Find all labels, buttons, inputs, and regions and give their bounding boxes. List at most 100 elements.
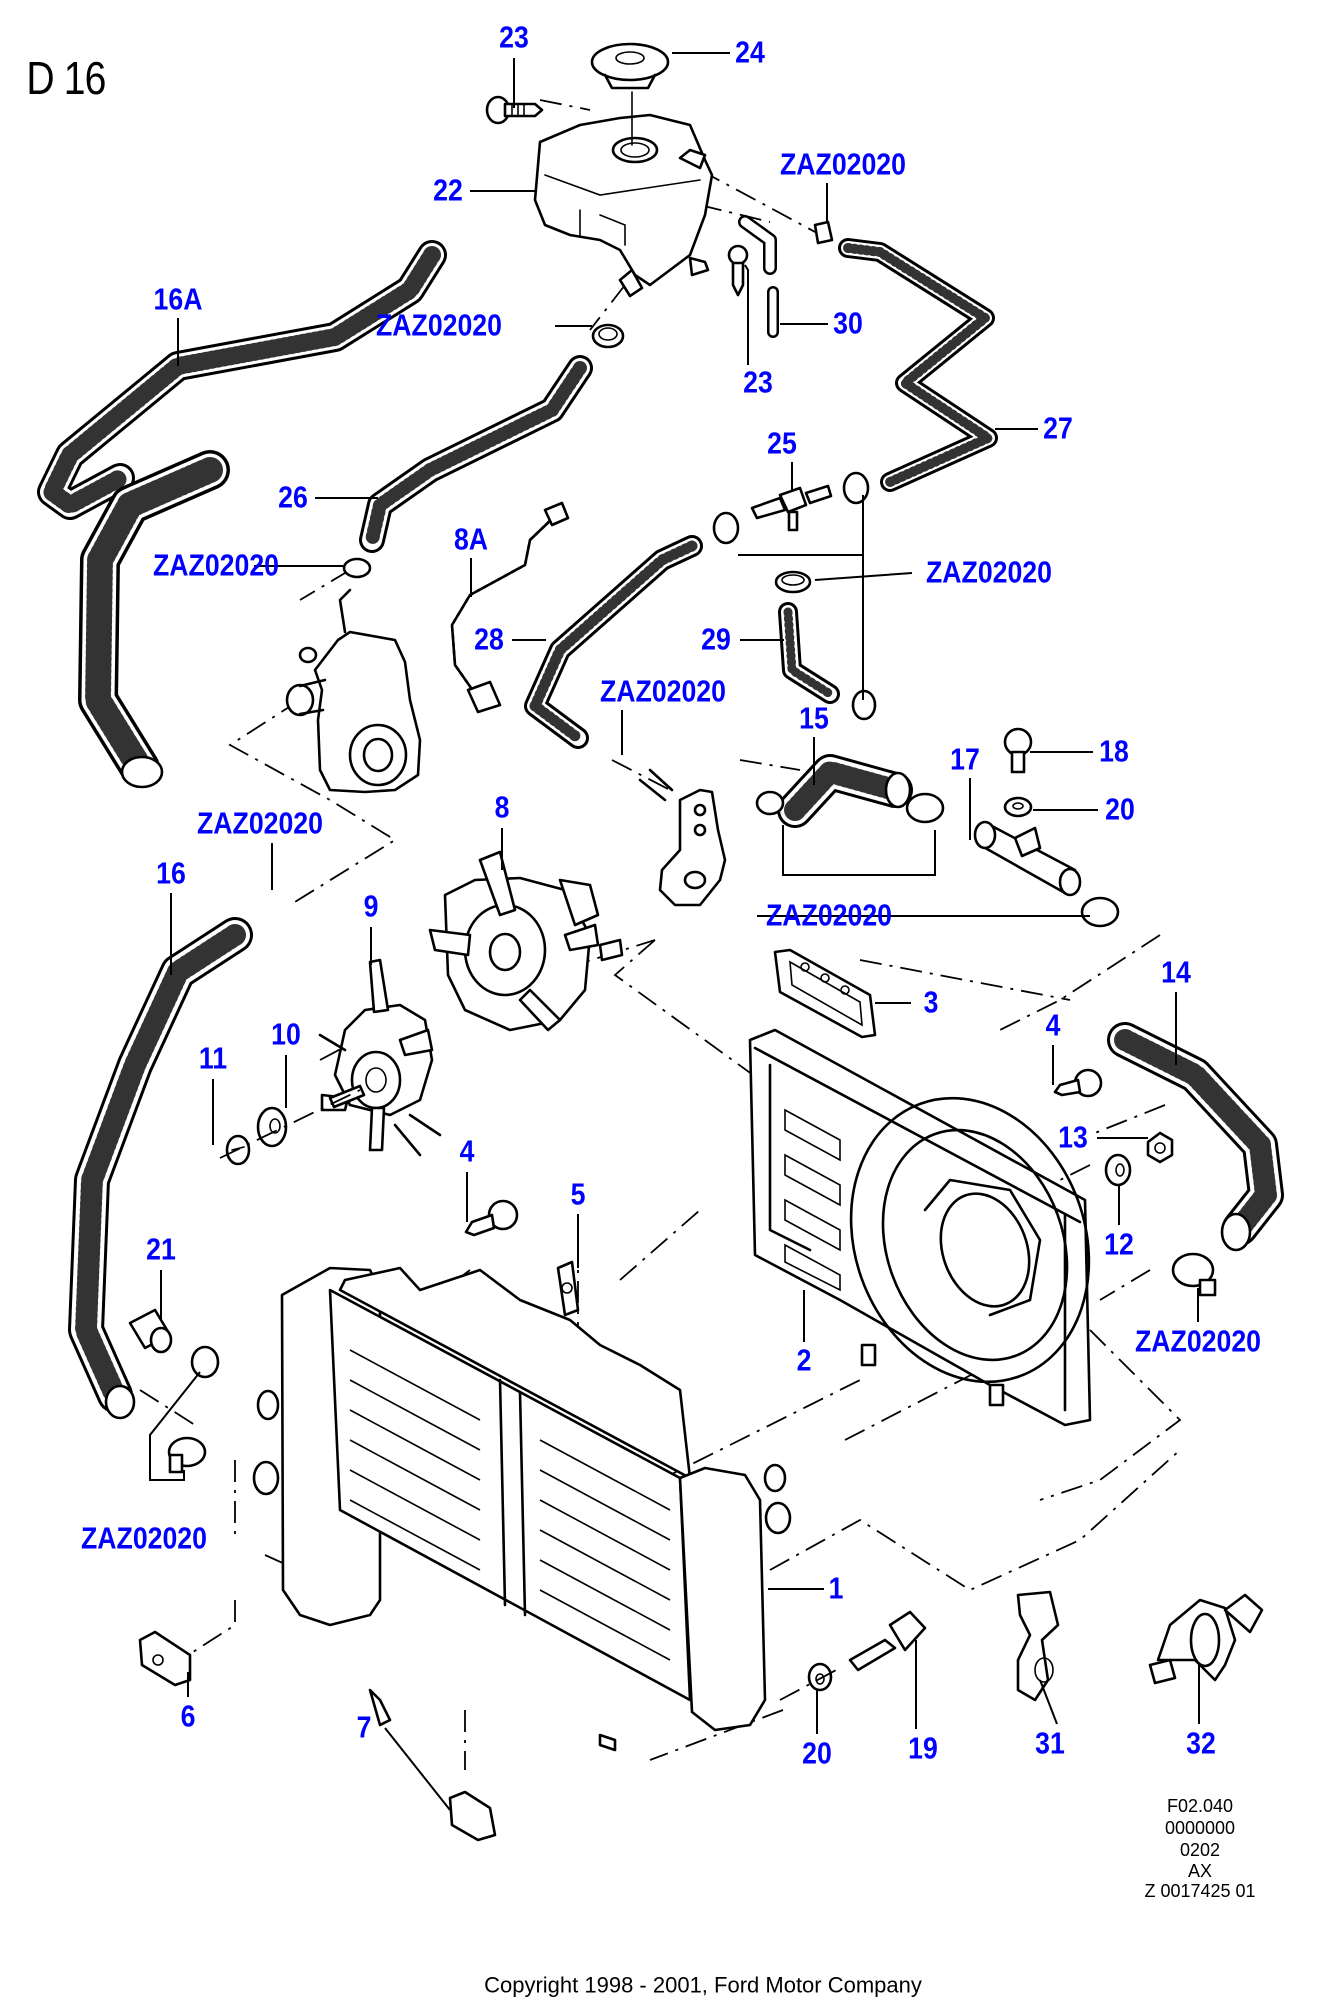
callout-20-bottom[interactable]: 20 xyxy=(802,1737,832,1771)
hose-16a-lower[interactable] xyxy=(78,450,230,789)
expansion-tank[interactable] xyxy=(533,113,714,298)
washer-20-bottom[interactable] xyxy=(807,1662,833,1692)
callout-zaz02020-bottom[interactable]: ZAZ02020 xyxy=(81,1522,207,1556)
callout-zaz02020-thermostat[interactable]: ZAZ02020 xyxy=(153,549,279,583)
hose-26[interactable] xyxy=(359,355,593,553)
callout-23[interactable]: 23 xyxy=(499,21,529,55)
callout-zaz02020-right[interactable]: ZAZ02020 xyxy=(1135,1325,1261,1359)
fan-shroud[interactable] xyxy=(748,1028,1128,1427)
callout-10[interactable]: 10 xyxy=(271,1018,301,1052)
nut-13[interactable] xyxy=(1146,1131,1174,1164)
fan-blade-9[interactable] xyxy=(318,958,442,1157)
callout-29[interactable]: 29 xyxy=(701,623,731,657)
clip-31[interactable] xyxy=(1016,1590,1060,1702)
callout-4-right[interactable]: 4 xyxy=(1046,1009,1061,1043)
radiator-top-pipe xyxy=(763,1463,787,1493)
seal-3[interactable] xyxy=(773,948,877,1039)
callout-27[interactable]: 27 xyxy=(1043,412,1073,446)
clip-7[interactable] xyxy=(448,1790,497,1842)
hose-29[interactable] xyxy=(778,602,840,704)
callout-3[interactable]: 3 xyxy=(924,986,939,1020)
drain-plug-19[interactable] xyxy=(779,1610,927,1701)
washer-10[interactable] xyxy=(256,1106,288,1148)
clip-15-left[interactable] xyxy=(755,790,785,816)
clip-16-lower[interactable] xyxy=(167,1436,207,1474)
callout-4-left[interactable]: 4 xyxy=(460,1135,475,1169)
callout-8a[interactable]: 8A xyxy=(454,523,488,557)
callout-13[interactable]: 13 xyxy=(1058,1121,1088,1155)
clip-14[interactable] xyxy=(1171,1252,1217,1297)
clip-15-right[interactable] xyxy=(905,792,945,824)
callout-15[interactable]: 15 xyxy=(799,702,829,736)
hose-15[interactable] xyxy=(777,754,913,828)
leader-tee xyxy=(738,495,864,700)
clip-top[interactable] xyxy=(813,220,834,245)
clip-25-left[interactable] xyxy=(712,511,740,545)
thermostat-housing[interactable] xyxy=(285,588,422,794)
callout-30[interactable]: 30 xyxy=(833,307,863,341)
radiator[interactable] xyxy=(252,1266,792,1752)
hose-14[interactable] xyxy=(1107,1022,1284,1252)
sleeve-21[interactable] xyxy=(128,1308,173,1354)
callout-23-lower[interactable]: 23 xyxy=(743,366,773,400)
washer-20-top[interactable] xyxy=(1003,796,1033,818)
callout-24[interactable]: 24 xyxy=(735,36,765,70)
bolt-23-lower[interactable] xyxy=(727,244,749,297)
bolt-4-right[interactable] xyxy=(1053,1068,1103,1098)
callout-zaz02020-top[interactable]: ZAZ02020 xyxy=(780,148,906,182)
callout-22[interactable]: 22 xyxy=(433,174,463,208)
clip-therm[interactable] xyxy=(342,557,372,579)
hose-28[interactable] xyxy=(524,535,703,749)
callout-14[interactable]: 14 xyxy=(1161,956,1191,990)
callout-12[interactable]: 12 xyxy=(1104,1228,1134,1262)
callout-5[interactable]: 5 xyxy=(571,1178,586,1212)
hose-end xyxy=(104,1384,136,1420)
clip-32[interactable] xyxy=(1148,1593,1264,1685)
connector-top xyxy=(543,501,570,527)
clip-6[interactable] xyxy=(138,1630,192,1687)
clip-17-right[interactable] xyxy=(1080,896,1120,928)
callout-17[interactable]: 17 xyxy=(950,743,980,777)
washer-12[interactable] xyxy=(1104,1153,1132,1187)
hose-short-top[interactable] xyxy=(738,215,777,275)
callout-28[interactable]: 28 xyxy=(474,623,504,657)
callout-1[interactable]: 1 xyxy=(829,1572,844,1606)
tee-25[interactable] xyxy=(750,484,833,532)
hose-16[interactable] xyxy=(68,917,253,1420)
callout-32[interactable]: 32 xyxy=(1186,1727,1216,1761)
callout-8[interactable]: 8 xyxy=(495,791,510,825)
clip-25-right[interactable] xyxy=(842,471,870,505)
callout-7[interactable]: 7 xyxy=(357,1711,372,1745)
callout-19[interactable]: 19 xyxy=(908,1732,938,1766)
callout-zaz02020-tank[interactable]: ZAZ02020 xyxy=(376,309,502,343)
bolt-4-left[interactable] xyxy=(464,1199,519,1237)
hose-27[interactable] xyxy=(838,238,998,492)
outlet-housing[interactable] xyxy=(638,768,727,907)
callout-20[interactable]: 20 xyxy=(1105,793,1135,827)
callout-25[interactable]: 25 xyxy=(767,427,797,461)
callout-zaz02020-tee[interactable]: ZAZ02020 xyxy=(926,556,1052,590)
callout-zaz02020-center[interactable]: ZAZ02020 xyxy=(766,899,892,933)
callout-26[interactable]: 26 xyxy=(278,481,308,515)
clip-tank[interactable] xyxy=(591,323,625,349)
callout-6[interactable]: 6 xyxy=(181,1700,196,1734)
clip-21[interactable] xyxy=(190,1345,220,1379)
radiator-cap[interactable] xyxy=(590,42,670,146)
callout-9[interactable]: 9 xyxy=(364,890,379,924)
fan-motor-8[interactable] xyxy=(428,850,624,1032)
clip-5[interactable] xyxy=(556,1260,580,1317)
callout-18[interactable]: 18 xyxy=(1099,735,1129,769)
bolt-18[interactable] xyxy=(1003,727,1033,774)
callout-21[interactable]: 21 xyxy=(146,1233,176,1267)
callout-11[interactable]: 11 xyxy=(199,1042,227,1076)
callout-16a[interactable]: 16A xyxy=(154,283,203,317)
callout-31[interactable]: 31 xyxy=(1035,1727,1065,1761)
callout-zaz02020-mid[interactable]: ZAZ02020 xyxy=(600,675,726,709)
callout-16[interactable]: 16 xyxy=(156,857,186,891)
callout-2[interactable]: 2 xyxy=(797,1344,812,1378)
tee-17[interactable] xyxy=(973,820,1082,897)
clip-29[interactable] xyxy=(774,570,812,594)
callout-zaz02020-left[interactable]: ZAZ02020 xyxy=(197,807,323,841)
hose-16a[interactable] xyxy=(37,240,447,520)
